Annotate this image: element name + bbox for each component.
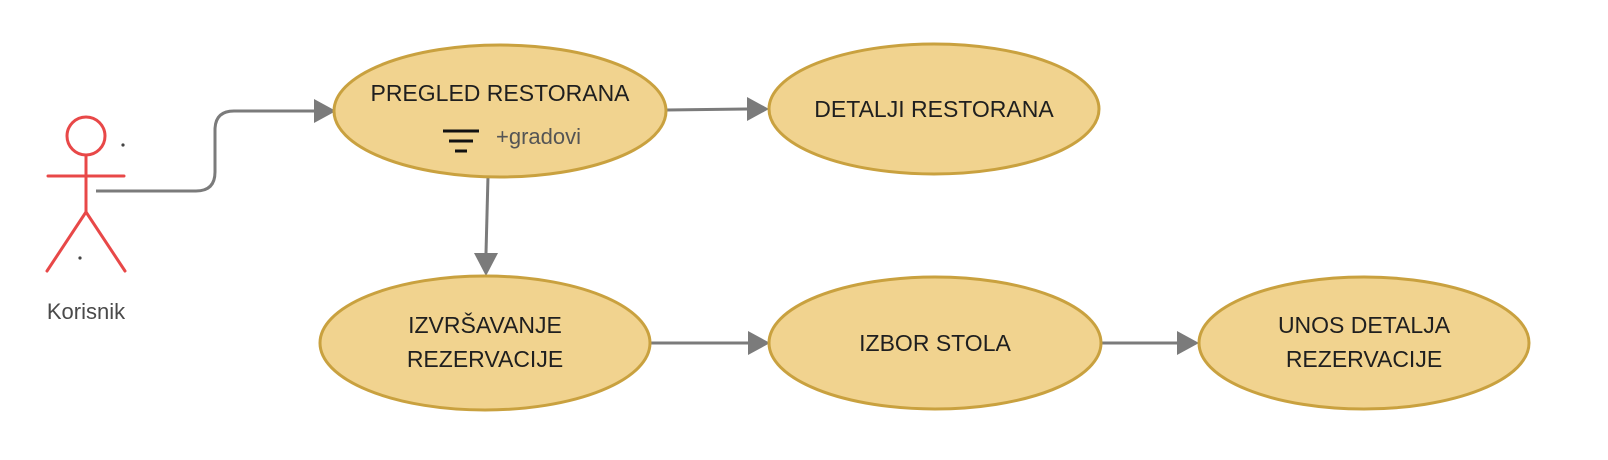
arrow-head-icon: [748, 331, 770, 355]
usecase-label-line-2: REZERVACIJE: [407, 346, 563, 372]
connector-pregled-to-detalji[interactable]: [665, 97, 769, 121]
stick-figure-icon: [45, 115, 127, 273]
connector-actor-to-pregled[interactable]: [96, 99, 336, 193]
arrow-head-icon: [1177, 331, 1199, 355]
arrow-head-icon: [474, 253, 498, 276]
actor-korisnik[interactable]: Korisnik: [45, 115, 127, 324]
decorative-dot: [121, 143, 125, 147]
usecase-label: DETALJI RESTORANA: [814, 96, 1054, 122]
usecase-unos-detalja-rezervacije[interactable]: UNOS DETALJA REZERVACIJE: [1197, 275, 1531, 411]
decorative-dot: [78, 256, 82, 260]
connector-izbor-to-unos[interactable]: [1101, 331, 1199, 355]
usecase-izvrsavanje-rezervacije[interactable]: IZVRŠAVANJE REZERVACIJE: [318, 274, 652, 412]
connector-pregled-to-izvrsavanje[interactable]: [474, 175, 498, 276]
arrow-head-icon: [747, 97, 769, 121]
connector-izvrsavanje-to-izbor[interactable]: [650, 331, 770, 355]
usecase-label-line-2: REZERVACIJE: [1286, 346, 1442, 372]
usecase-label: PREGLED RESTORANA: [370, 80, 630, 106]
usecase-pregled-restorana[interactable]: PREGLED RESTORANA +gradovi: [332, 43, 668, 179]
actor-label: Korisnik: [47, 299, 126, 324]
usecase-label: IZBOR STOLA: [859, 330, 1011, 356]
filter-label: +gradovi: [496, 124, 581, 149]
arrow-head-icon: [314, 99, 336, 123]
usecase-detalji-restorana[interactable]: DETALJI RESTORANA: [767, 42, 1101, 176]
usecase-izbor-stola[interactable]: IZBOR STOLA: [767, 275, 1103, 411]
filter-icon[interactable]: [443, 129, 479, 153]
usecase-label-line-1: IZVRŠAVANJE: [408, 311, 562, 338]
usecase-label-line-1: UNOS DETALJA: [1278, 312, 1451, 338]
